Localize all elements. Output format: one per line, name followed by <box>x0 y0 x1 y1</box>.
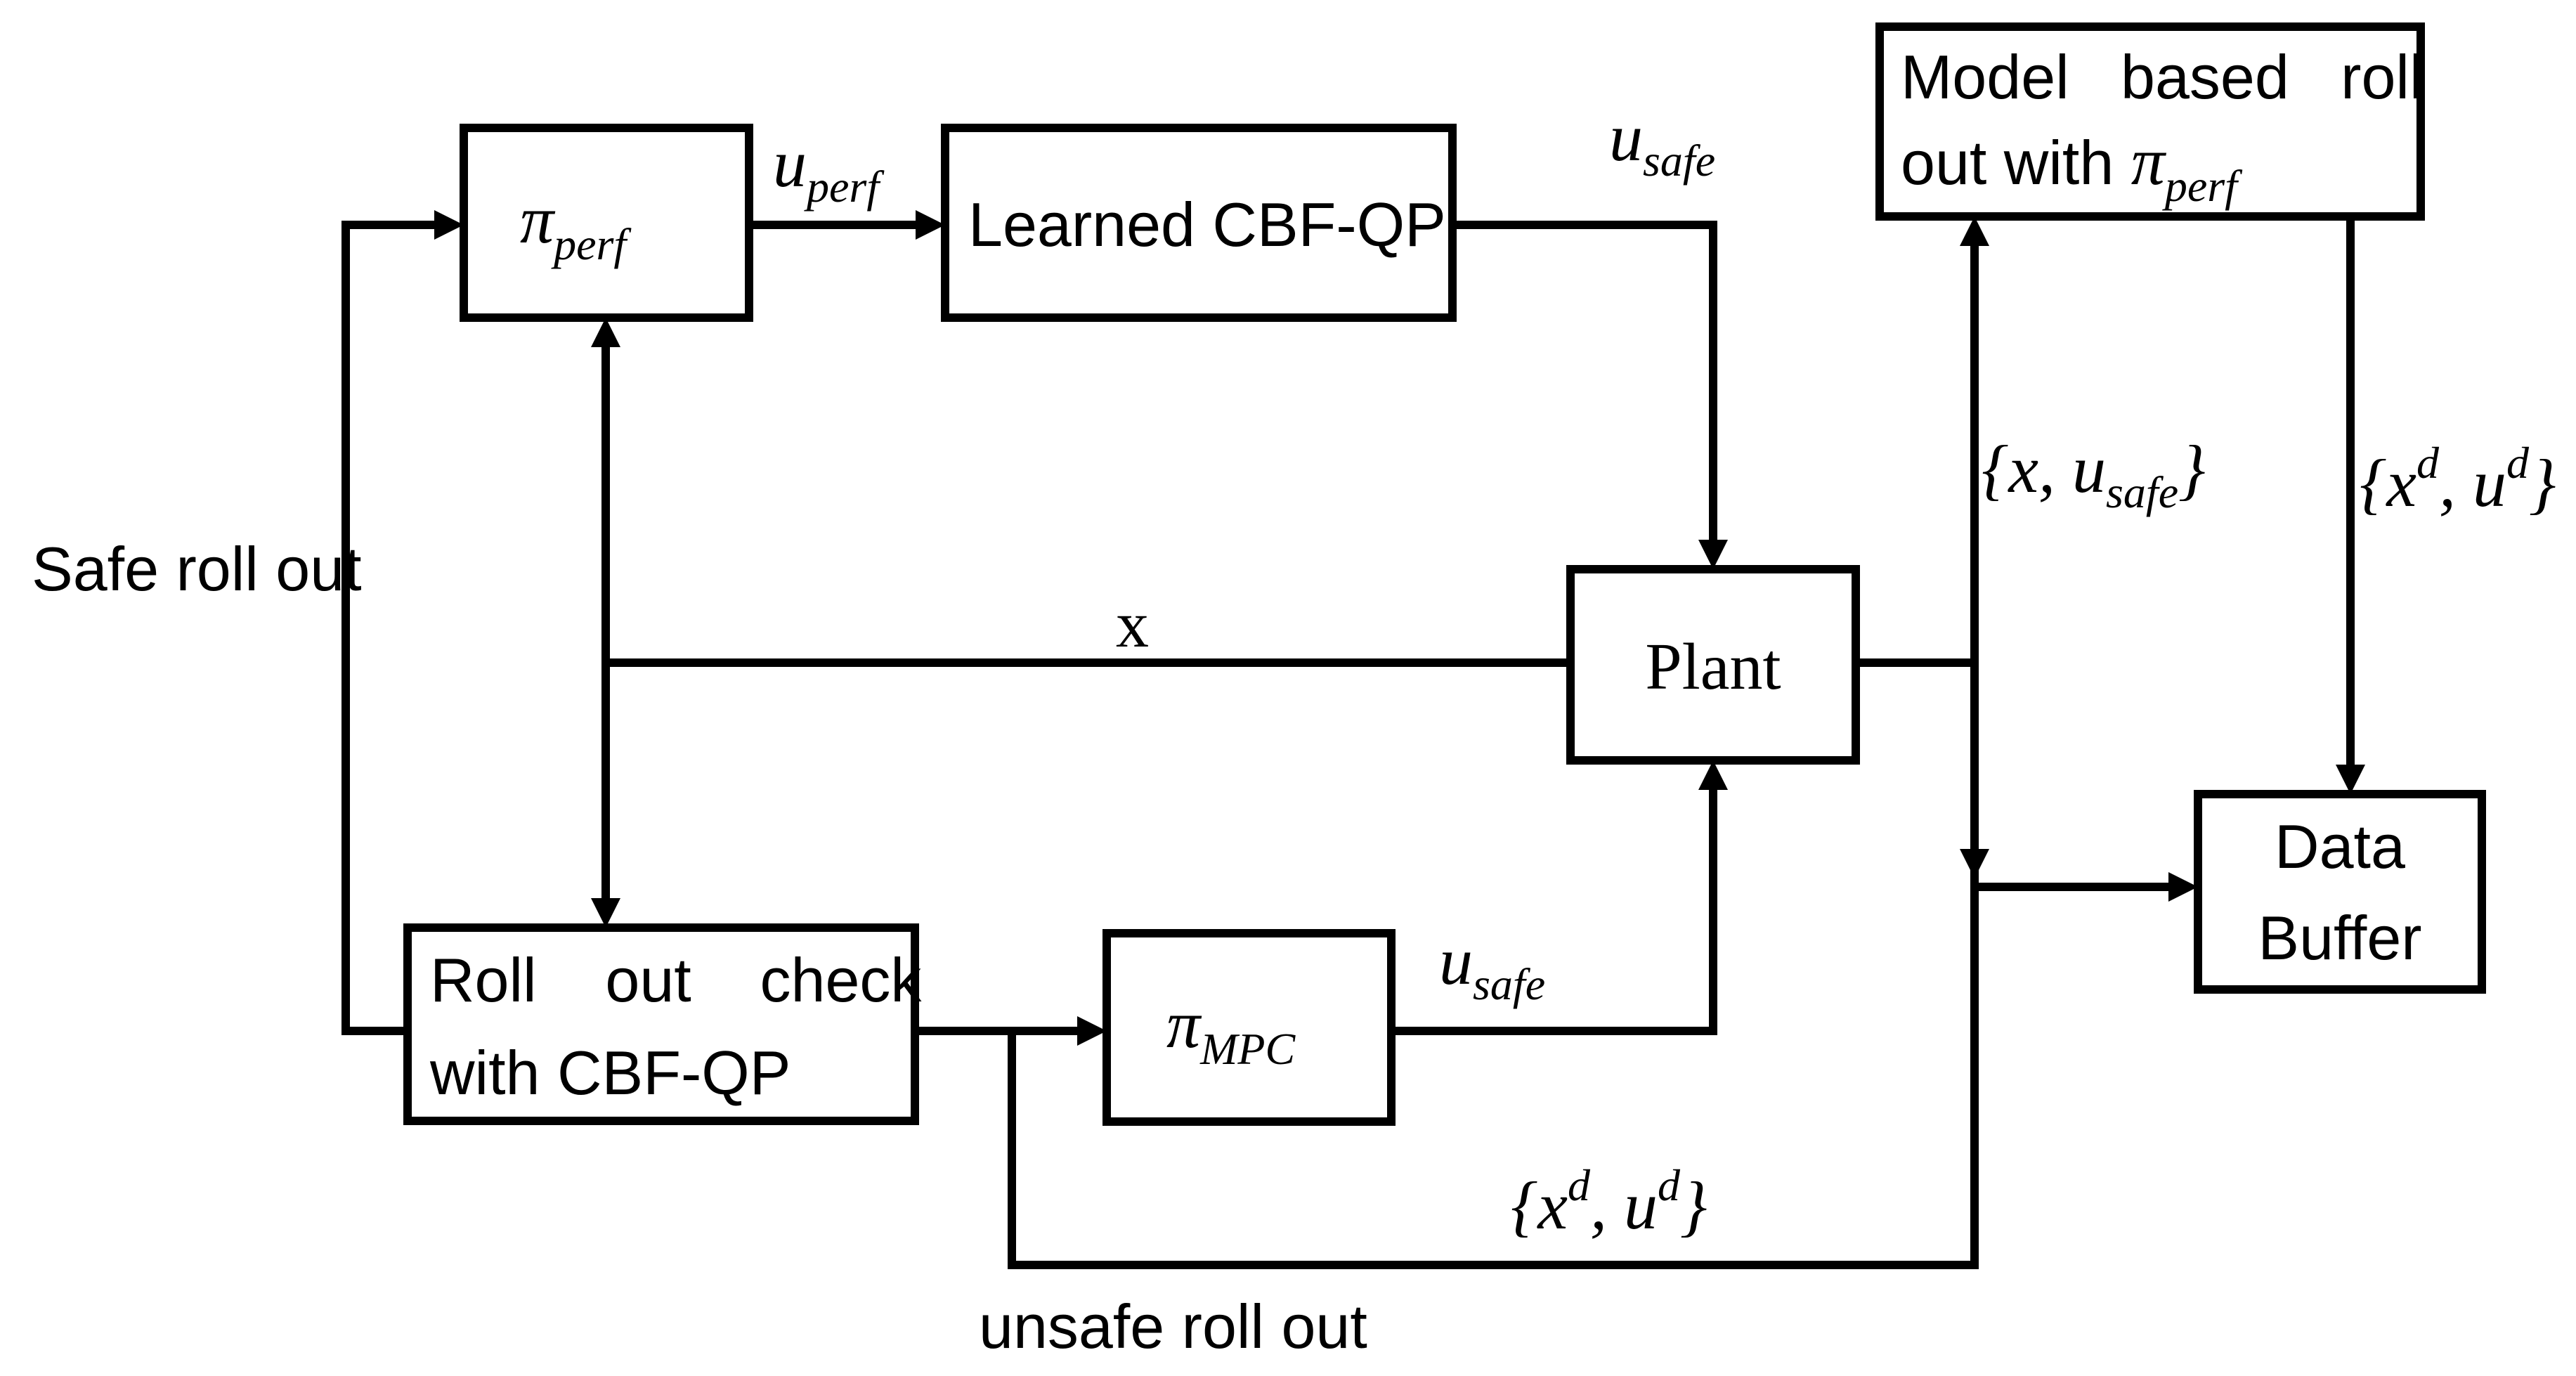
model-based-rollout-block: Model based roll out with πperf <box>1875 22 2425 221</box>
wire-mpc-to-plant <box>1387 770 1717 1035</box>
pi-perf-block: πperf <box>460 124 753 322</box>
arrowhead-into-plant-bottom <box>1698 760 1728 790</box>
arrowhead-into-data-buffer-top <box>2336 765 2365 794</box>
plant-label: Plant <box>1645 630 1781 703</box>
arrowhead-into-cbf <box>916 210 945 240</box>
data-buffer-line2: Buffer <box>2258 903 2421 973</box>
svg-text:πMPC: πMPC <box>1166 987 1296 1074</box>
pi-mpc-block: πMPC <box>1102 929 1396 1126</box>
arrowhead-into-model-block <box>1960 216 1989 246</box>
rollout-check-line1: Roll out check <box>430 945 922 1015</box>
learned-cbf-qp-label: Learned CBF-QP <box>968 190 1446 259</box>
arrowhead-into-data-buffer <box>2168 872 2198 902</box>
wire-cbf-to-plant <box>1448 221 1717 559</box>
model-based-pi-symbol: π <box>2131 124 2167 199</box>
svg-text:out with πperf: out with πperf <box>1901 124 2243 211</box>
svg-text:πperf: πperf <box>520 182 632 269</box>
pi-mpc-subscript: MPC <box>1199 1024 1296 1074</box>
unsafe-roll-out-annotation: unsafe roll out <box>979 1292 1367 1361</box>
model-based-line1: Model based roll <box>1901 42 2424 112</box>
model-data-label: {xd, ud} <box>2360 438 2556 521</box>
u-perf-label: uperf <box>773 126 885 212</box>
arrowhead-into-plant-top <box>1698 540 1728 569</box>
pi-mpc-symbol: π <box>1166 987 1202 1062</box>
pi-perf-symbol: π <box>520 182 556 257</box>
u-safe-top-label: usafe <box>1609 100 1715 186</box>
plant-block: Plant <box>1566 565 1860 765</box>
arrowhead-down-output-bus <box>1960 849 1989 878</box>
model-based-pi-subscript: perf <box>2162 161 2243 211</box>
state-x-label: x <box>1116 588 1149 661</box>
wire-safe-rollout-feedback <box>341 221 454 1035</box>
model-based-line2-prefix: out with <box>1901 128 2131 197</box>
arrowhead-into-pi-perf-bottom <box>591 318 620 347</box>
data-buffer-line1: Data <box>2275 812 2405 881</box>
learned-cbf-qp-block: Learned CBF-QP <box>941 124 1457 322</box>
data-buffer-block: Data Buffer <box>2194 790 2486 994</box>
arrowhead-into-rollout-check <box>591 898 620 928</box>
rollout-check-line2: with CBF-QP <box>429 1038 791 1108</box>
wire-unsafe-rollout <box>1008 1027 1979 1269</box>
plant-output-label: {x, usafe} <box>1982 431 2205 517</box>
rollout-check-block: Roll out check with CBF-QP <box>403 923 922 1125</box>
arrowhead-into-pi-mpc <box>1077 1016 1107 1046</box>
safe-roll-out-annotation: Safe roll out <box>32 534 362 604</box>
pi-perf-subscript: perf <box>551 219 632 269</box>
arrowhead-into-pi-perf <box>434 210 464 240</box>
u-safe-bottom-label: usafe <box>1439 923 1545 1009</box>
mpc-data-label: {xd, ud} <box>1511 1160 1707 1243</box>
